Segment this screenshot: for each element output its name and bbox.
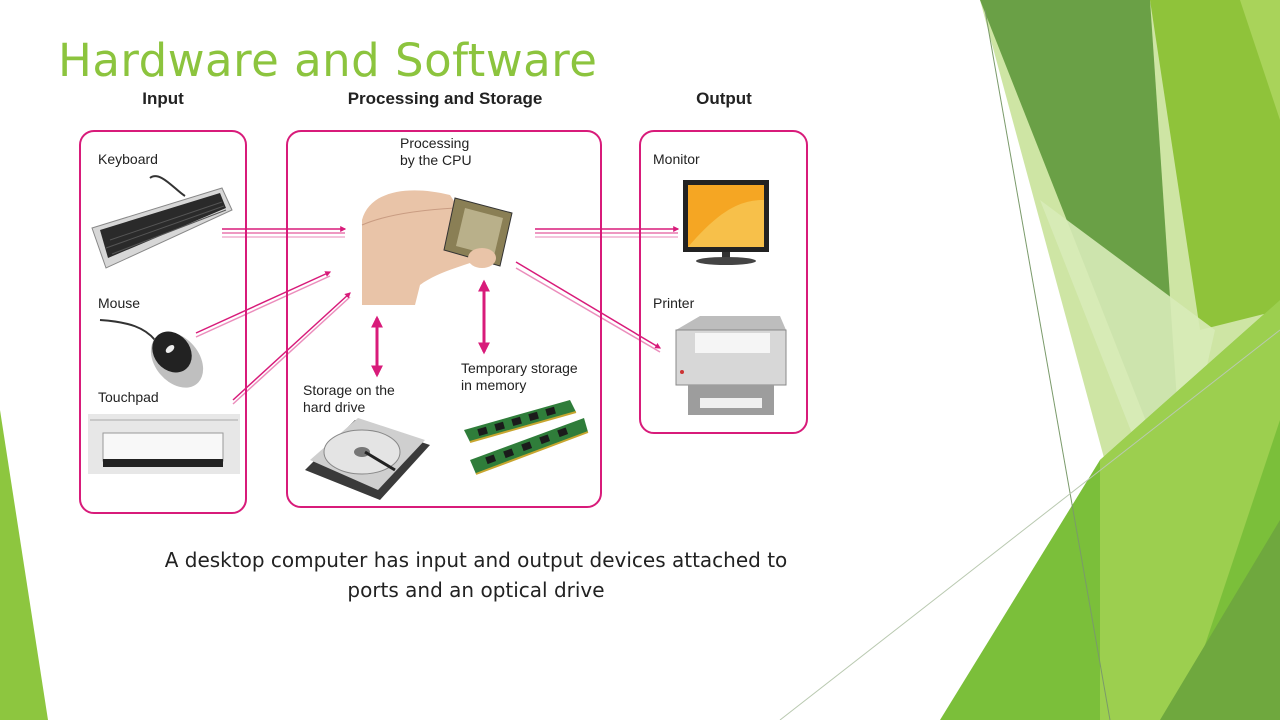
hard-drive-image (305, 418, 430, 500)
column-header-processing: Processing and Storage (348, 89, 543, 108)
arrow-cpu-to-monitor (535, 226, 680, 238)
arrow-touchpad-to-cpu (232, 292, 351, 405)
input-label-mouse: Mouse (98, 295, 140, 311)
input-box (79, 130, 247, 514)
arrow-mouse-to-cpu (195, 271, 332, 338)
arrow-keyboard-to-cpu (222, 226, 347, 238)
monitor-image (683, 180, 769, 265)
cpu-label-line2: by the CPU (400, 152, 472, 168)
cpu-label-line1: Processing (400, 135, 469, 151)
output-label-printer: Printer (653, 295, 695, 311)
input-label-keyboard: Keyboard (98, 151, 158, 167)
mouse-image (99, 319, 204, 388)
cpu-in-hand-image (361, 190, 513, 305)
touchpad-image (88, 414, 240, 474)
hdd-label-line2: hard drive (303, 399, 365, 415)
slide-title: Hardware and Software (58, 34, 598, 87)
output-box (639, 130, 808, 434)
output-label-monitor: Monitor (653, 151, 700, 167)
slide-caption: A desktop computer has input and output … (164, 548, 788, 602)
ram-label-line1: Temporary storage (461, 360, 578, 376)
keyboard-image (91, 175, 233, 269)
memory-image (464, 400, 589, 475)
arrow-cpu-to-printer (515, 261, 662, 353)
input-label-touchpad: Touchpad (98, 389, 159, 405)
ram-label-line2: in memory (461, 377, 526, 393)
column-header-input: Input (142, 89, 184, 108)
processing-box (286, 130, 602, 508)
column-header-output: Output (696, 89, 752, 108)
printer-image (675, 316, 787, 415)
hdd-label-line1: Storage on the (303, 382, 395, 398)
